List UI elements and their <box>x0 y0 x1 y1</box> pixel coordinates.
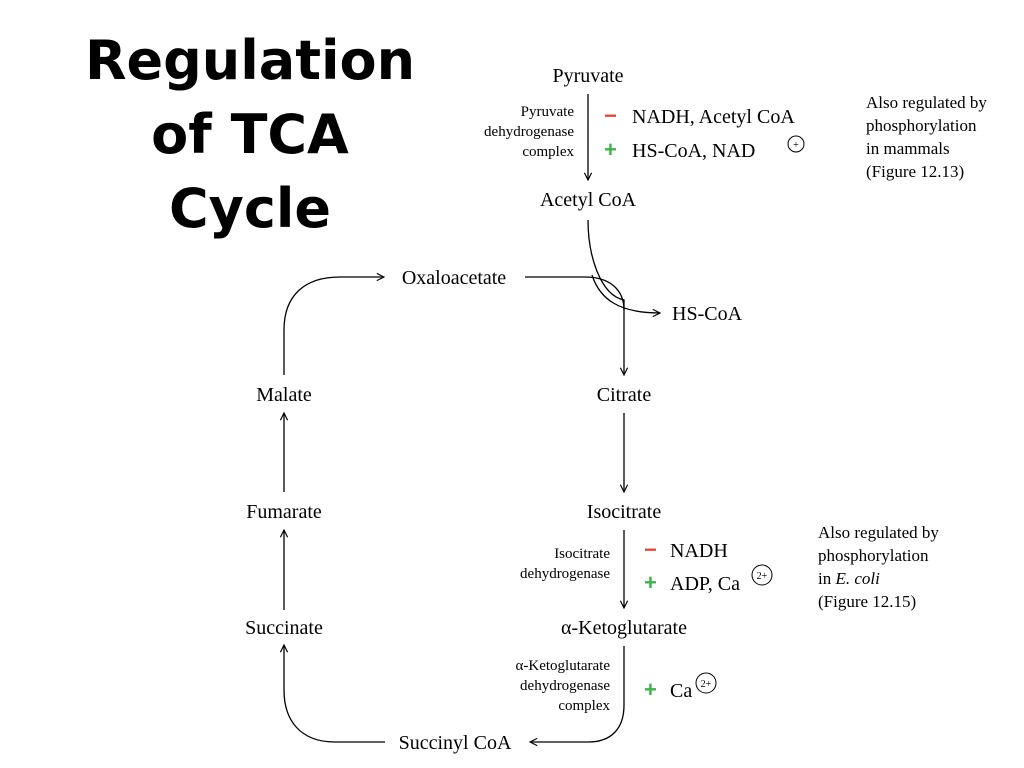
enzyme-pdh-line-1: Pyruvate <box>521 104 575 120</box>
nad-charge-label: + <box>793 140 799 151</box>
note-pdh-line-4: (Figure 12.13) <box>866 162 964 181</box>
arrow-malate-to-oxaloacetate <box>283 277 384 375</box>
molecules: Pyruvate Acetyl CoA HS-CoA Oxaloacetate … <box>245 65 742 754</box>
akgdh-calcium-charge-circle <box>695 672 717 694</box>
activators-akgdh: Ca <box>670 680 692 702</box>
enzyme-idh-line-2: dehydrogenase <box>520 566 610 582</box>
activator-sign-akgdh: + <box>644 677 657 702</box>
note-idh-line-2: phosphorylation <box>818 546 929 565</box>
activator-sign-idh: + <box>644 570 657 595</box>
activators-pdh: HS-CoA, NAD <box>632 140 755 162</box>
molecule-succinate: Succinate <box>245 617 323 639</box>
note-pdh-line-1: Also regulated by <box>866 93 987 112</box>
molecule-citrate: Citrate <box>597 384 652 406</box>
arrow-release-hscoa <box>591 274 660 313</box>
enzyme-labels: Pyruvate dehydrogenase complex Isocitrat… <box>484 104 610 714</box>
idh-calcium-charge-label: 2+ <box>757 571 768 582</box>
idh-calcium-charge-circle <box>751 564 773 586</box>
enzyme-idh-line-1: Isocitrate <box>554 546 610 562</box>
note-idh-organism: E. coli <box>834 569 880 588</box>
effectors: − NADH, Acetyl CoA + HS-CoA, NAD + − NAD… <box>604 103 805 702</box>
pathway-arrows <box>284 94 660 742</box>
nad-charge-circle <box>787 135 805 153</box>
enzyme-akgdh-line-3: complex <box>558 698 610 714</box>
molecule-fumarate: Fumarate <box>246 501 322 523</box>
molecule-acetyl-coa: Acetyl CoA <box>540 189 637 211</box>
molecule-pyruvate: Pyruvate <box>552 65 623 87</box>
molecule-isocitrate: Isocitrate <box>587 501 662 523</box>
note-idh-line-4: (Figure 12.15) <box>818 592 916 611</box>
activator-sign-pdh: + <box>604 137 617 162</box>
arrow-ketoglutarate-to-succinylcoa <box>530 646 625 742</box>
activators-idh: ADP, Ca <box>670 573 740 595</box>
molecule-succinyl-coa: Succinyl CoA <box>399 732 512 754</box>
note-idh-line-1: Also regulated by <box>818 523 939 542</box>
notes: Also regulated by phosphorylation in mam… <box>818 93 987 611</box>
note-idh-line-3: in E. coli <box>818 569 880 588</box>
molecule-malate: Malate <box>256 384 312 406</box>
akgdh-calcium-charge-label: 2+ <box>701 679 712 690</box>
title-line-2: of TCA <box>151 103 349 166</box>
enzyme-pdh-line-2: dehydrogenase <box>484 124 574 140</box>
page-title: Regulation of TCA Cycle <box>60 24 440 246</box>
note-pdh-line-2: phosphorylation <box>866 116 977 135</box>
molecule-alpha-ketoglutarate: α-Ketoglutarate <box>561 617 687 639</box>
arrow-oxaloacetate-to-citrate <box>525 276 625 311</box>
inhibitor-sign-idh: − <box>644 537 657 562</box>
enzyme-akgdh-line-1: α-Ketoglutarate <box>516 658 611 674</box>
note-idh-line-3-prefix: in <box>818 569 835 588</box>
inhibitors-pdh: NADH, Acetyl CoA <box>632 106 795 128</box>
title-line-1: Regulation <box>84 29 416 92</box>
inhibitors-idh: NADH <box>670 540 728 562</box>
enzyme-pdh-line-3: complex <box>522 144 574 160</box>
molecule-oxaloacetate: Oxaloacetate <box>402 267 506 289</box>
enzyme-akgdh-line-2: dehydrogenase <box>520 678 610 694</box>
arrow-succinylcoa-to-succinate <box>284 645 385 743</box>
inhibitor-sign-pdh: − <box>604 103 617 128</box>
title-line-3: Cycle <box>169 177 331 240</box>
note-pdh-line-3: in mammals <box>866 139 950 158</box>
molecule-hs-coa: HS-CoA <box>672 303 743 325</box>
